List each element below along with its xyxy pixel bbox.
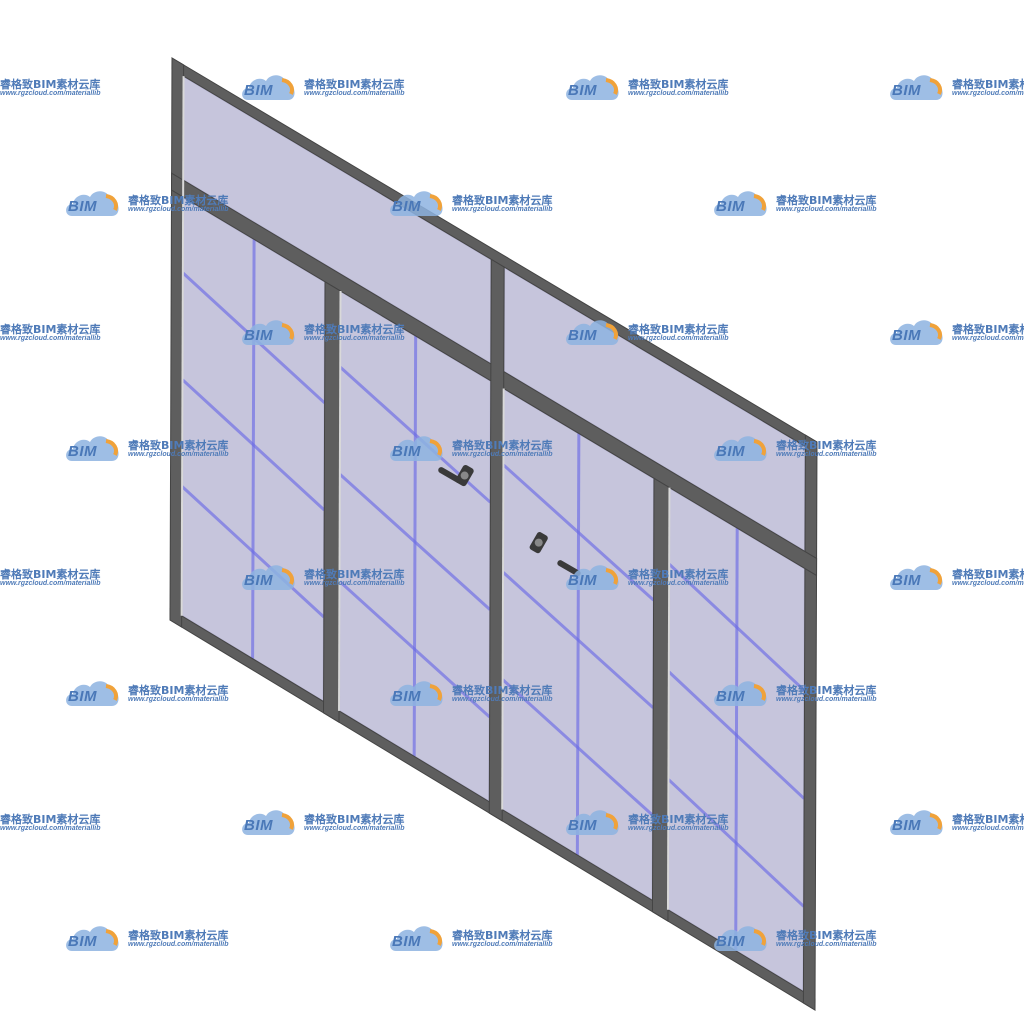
door-handle-icon xyxy=(438,464,474,487)
reflection-vertical xyxy=(734,528,739,951)
aluminium-frame xyxy=(169,57,818,1011)
reflection-diagonal xyxy=(667,778,805,908)
frame-highlight xyxy=(666,487,671,910)
frame-jamb-right xyxy=(802,434,818,1011)
reflection-diagonal xyxy=(338,580,491,719)
frame-highlight xyxy=(501,388,505,810)
glass-reflection-lines xyxy=(181,239,806,951)
reflection-diagonal xyxy=(181,485,325,619)
frame-mullion-center xyxy=(488,258,505,822)
reflection-diagonal xyxy=(667,670,806,800)
reflection-diagonal xyxy=(502,463,655,602)
frame-highlight xyxy=(180,76,185,616)
reflection-vertical xyxy=(251,239,256,659)
reflection-diagonal xyxy=(501,678,654,817)
frame-jamb-left xyxy=(169,57,185,628)
reflection-diagonal xyxy=(502,571,655,709)
frame-highlight xyxy=(338,291,342,711)
reflection-diagonal xyxy=(338,473,491,611)
reflection-vertical xyxy=(412,335,418,757)
reflection-diagonal xyxy=(668,563,806,692)
frame-mullion-left xyxy=(323,280,342,724)
frame-mullion-right xyxy=(651,477,670,922)
reflection-vertical xyxy=(575,433,581,855)
reflection-diagonal xyxy=(181,378,326,512)
